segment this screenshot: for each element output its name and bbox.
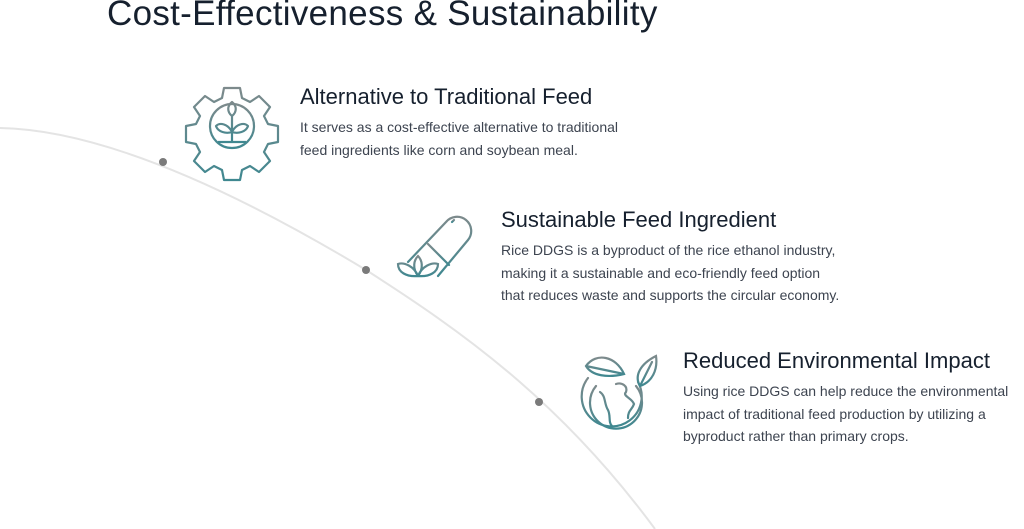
globe-leaf-icon [580,354,658,430]
feature-title: Reduced Environmental Impact [683,348,990,373]
feature-description: Using rice DDGS can help reduce the envi… [683,380,1008,448]
description-line: impact of traditional feed production by… [683,405,986,422]
capsule-leaf-icon [396,215,473,278]
feature-description: It serves as a cost-effective alternativ… [300,116,618,161]
description-line: feed ingredients like corn and soybean m… [300,141,578,158]
feature-alternative-feed: Alternative to Traditional Feed It serve… [300,84,618,161]
gear-plant-icon [184,86,280,182]
timeline-dot [362,266,370,274]
description-line: that reduces waste and supports the circ… [501,287,840,303]
feature-environmental-impact: Reduced Environmental Impact Using rice … [683,348,1008,448]
description-line: Rice DDGS is a byproduct of the rice eth… [501,242,836,258]
feature-sustainable-ingredient: Sustainable Feed Ingredient Rice DDGS is… [501,207,839,307]
description-line: It serves as a cost-effective alternativ… [300,119,619,135]
timeline-dot [159,158,167,166]
description-line: making it a sustainable and eco-friendly… [501,264,821,281]
feature-title: Alternative to Traditional Feed [300,84,593,109]
description-line: Using rice DDGS can help reduce the envi… [683,383,1009,399]
feature-title: Sustainable Feed Ingredient [501,207,777,232]
section-title: Cost-Effectiveness & Sustainability [107,0,658,33]
description-line: byproduct rather than primary crops. [683,428,909,444]
feature-description: Rice DDGS is a byproduct of the rice eth… [501,239,839,307]
timeline-dot [535,398,543,406]
